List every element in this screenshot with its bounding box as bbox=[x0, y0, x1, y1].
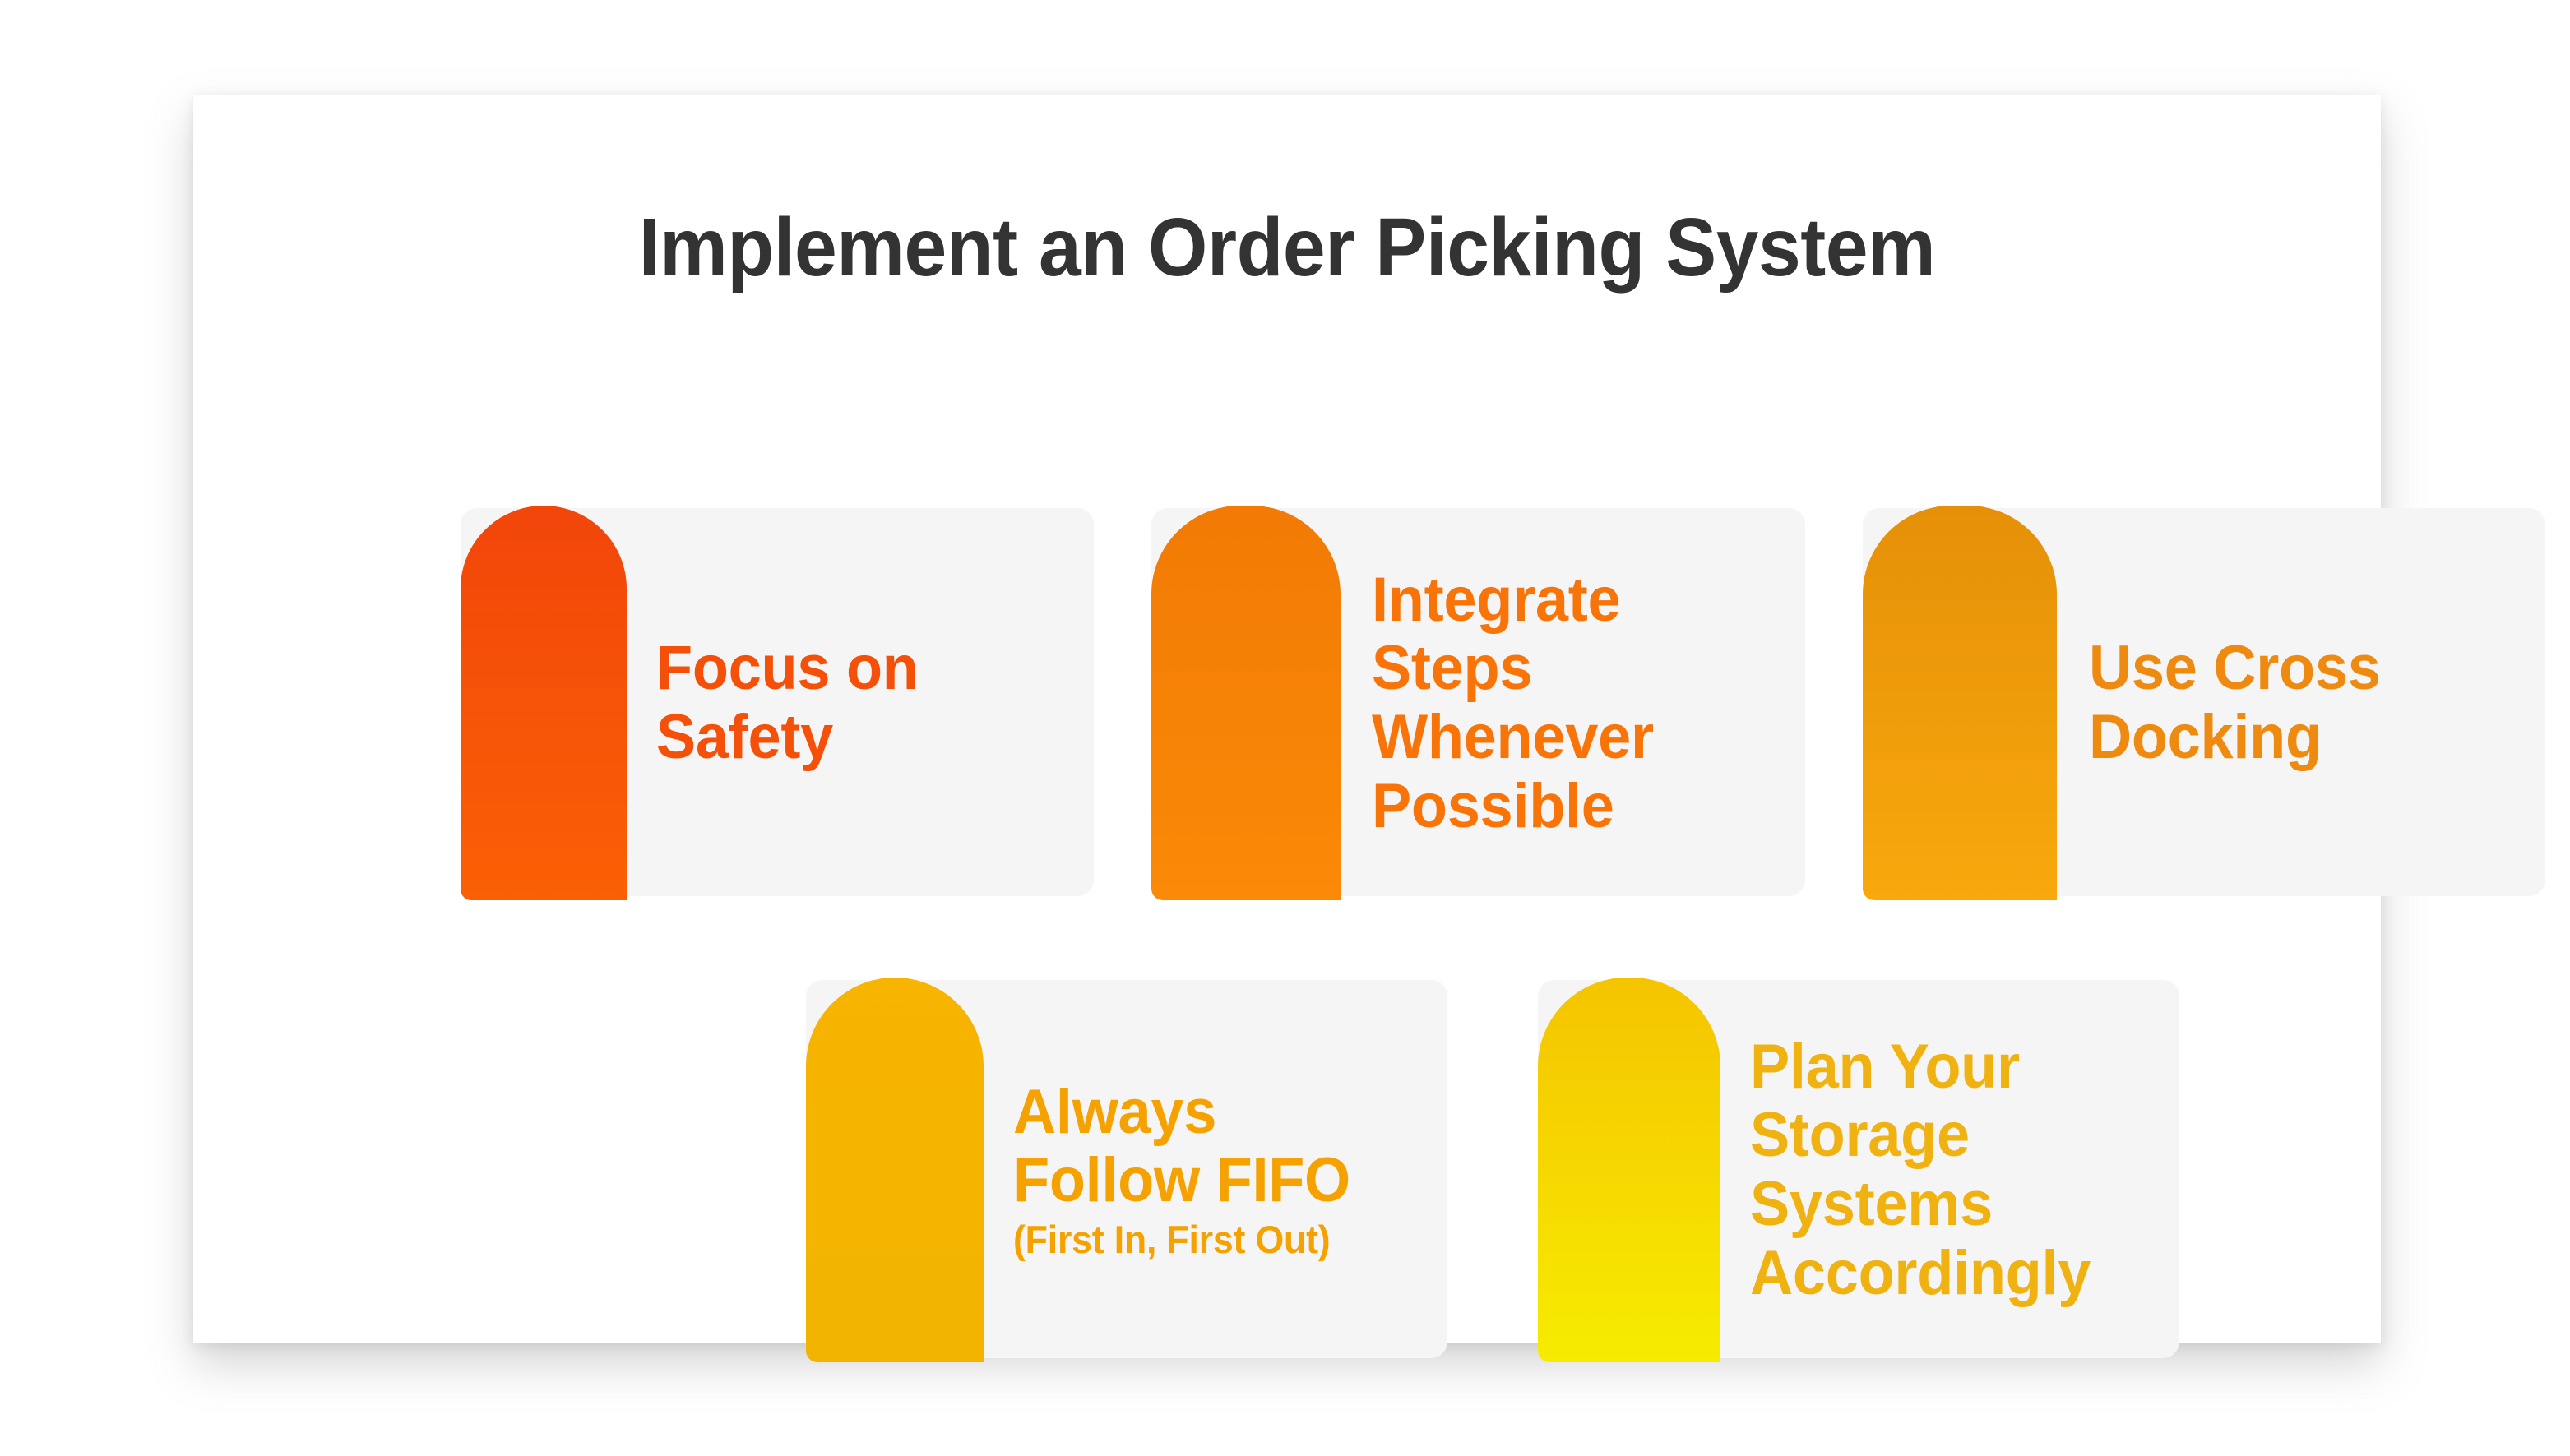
card-text-block: Focus on Safety bbox=[656, 506, 1074, 900]
card-text-block: Always Follow FIFO (First In, First Out) bbox=[1013, 978, 1431, 1362]
card-label: Use Cross Docking bbox=[2089, 633, 2381, 772]
card-text-block: Use Cross Docking bbox=[2089, 506, 2529, 900]
card-color-tab bbox=[461, 506, 627, 900]
card-color-tab bbox=[1538, 978, 1720, 1362]
card-sublabel: (First In, First Out) bbox=[1013, 1217, 1331, 1261]
card-label: Integrate Steps Whenever Possible bbox=[1372, 564, 1654, 841]
page-title: Implement an Order Picking System bbox=[638, 201, 1936, 294]
content-panel: Implement an Order Picking System Focus … bbox=[193, 95, 2545, 1362]
card-use-cross-docking[interactable]: Use Cross Docking bbox=[1863, 506, 2545, 900]
card-focus-on-safety[interactable]: Focus on Safety bbox=[461, 506, 1094, 900]
card-color-tab bbox=[806, 978, 984, 1362]
card-label: Focus on Safety bbox=[656, 633, 919, 772]
card-plan-storage-systems[interactable]: Plan Your Storage Systems Accordingly bbox=[1538, 978, 2179, 1362]
card-text-block: Integrate Steps Whenever Possible bbox=[1372, 506, 1789, 900]
card-integrate-steps[interactable]: Integrate Steps Whenever Possible bbox=[1151, 506, 1805, 900]
card-text-block: Plan Your Storage Systems Accordingly bbox=[1750, 978, 2163, 1362]
card-color-tab bbox=[1151, 506, 1341, 900]
card-color-tab bbox=[1863, 506, 2057, 900]
card-label: Always Follow FIFO bbox=[1013, 1076, 1350, 1216]
card-always-follow-fifo[interactable]: Always Follow FIFO (First In, First Out) bbox=[806, 978, 1447, 1362]
card-label: Plan Your Storage Systems Accordingly bbox=[1750, 1031, 2091, 1308]
